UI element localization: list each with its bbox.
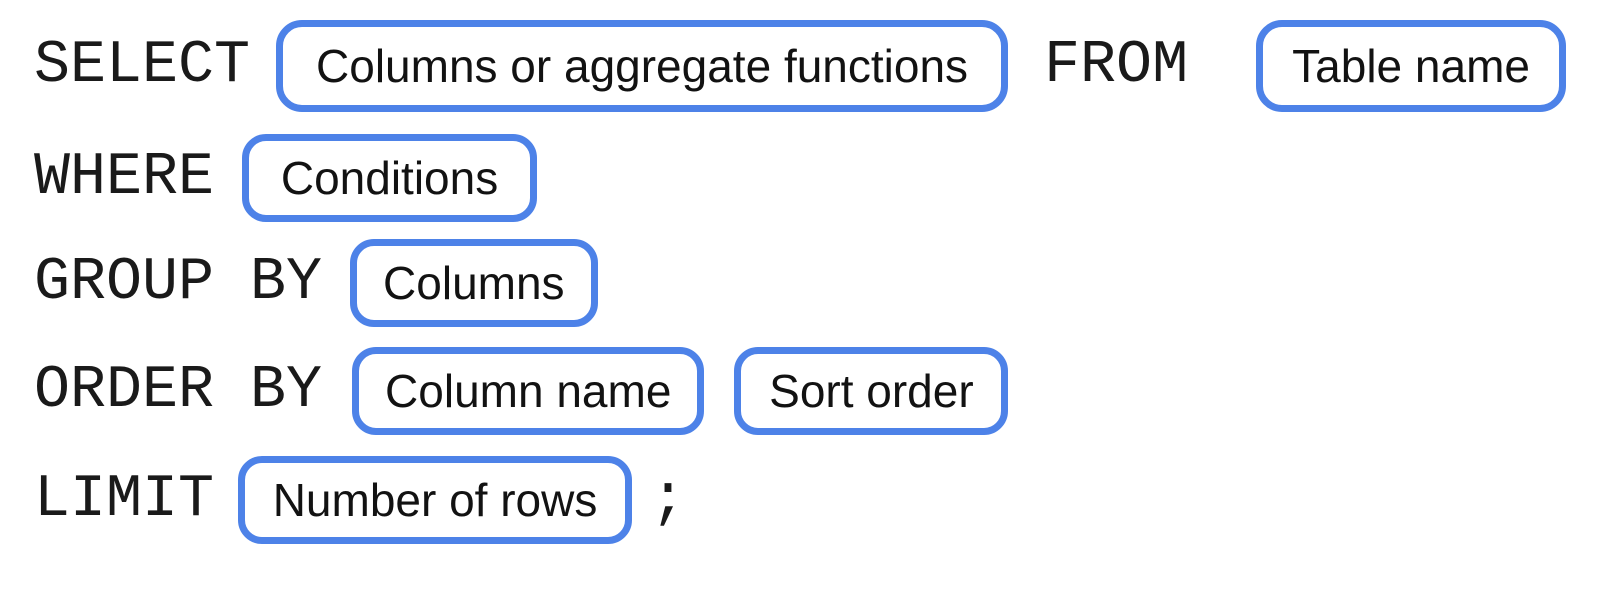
keyword-limit: LIMIT: [34, 466, 215, 534]
keyword-select: SELECT: [34, 32, 251, 100]
statement-terminator-semicolon: ;: [650, 466, 687, 534]
clause-row-select: SELECT Columns or aggregate functions FR…: [0, 12, 1600, 120]
slot-table-name[interactable]: Table name: [1256, 20, 1567, 112]
clause-row-limit: LIMIT Number of rows ;: [0, 448, 1600, 552]
keyword-order-by: ORDER BY: [34, 357, 323, 425]
keyword-from: FROM: [1044, 32, 1189, 100]
keyword-group-by: GROUP BY: [34, 249, 323, 317]
clause-row-order-by: ORDER BY Column name Sort order: [0, 340, 1600, 442]
keyword-where: WHERE: [34, 144, 215, 212]
slot-columns-or-aggregate-functions[interactable]: Columns or aggregate functions: [276, 20, 1009, 112]
slot-group-by-columns[interactable]: Columns: [350, 239, 598, 327]
slot-sort-order[interactable]: Sort order: [734, 347, 1009, 435]
slot-order-by-column-name[interactable]: Column name: [352, 347, 705, 435]
clause-row-group-by: GROUP BY Columns: [0, 232, 1600, 334]
slot-conditions[interactable]: Conditions: [242, 134, 538, 222]
slot-number-of-rows[interactable]: Number of rows: [238, 456, 633, 544]
clause-row-where: WHERE Conditions: [0, 126, 1600, 230]
